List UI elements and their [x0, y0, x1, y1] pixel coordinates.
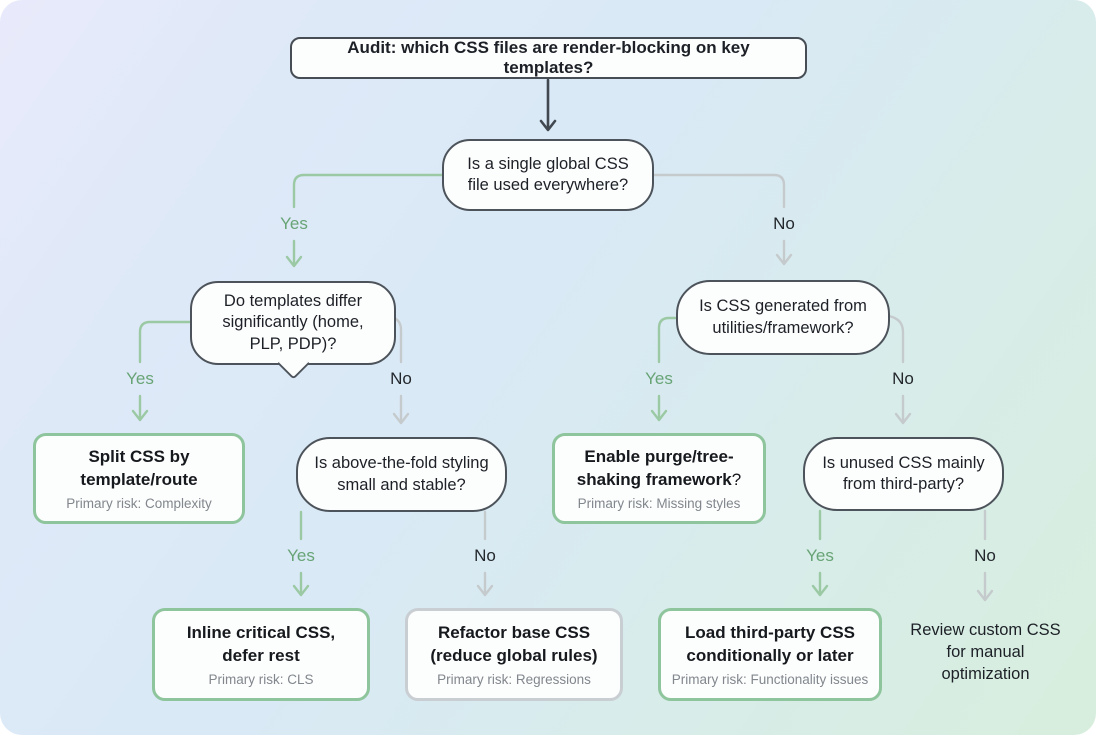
- node-root-audit-label: Audit: which CSS files are render-blocki…: [347, 38, 750, 77]
- node-outcome-load-third-party: Load third-party CSS conditionally or la…: [658, 608, 882, 701]
- edge-label-q5-no: No: [974, 546, 996, 565]
- node-outcome-load-third-party-risk: Primary risk: Functionality issues: [671, 671, 869, 687]
- node-question-unused-third-party-label: Is unused CSS mainly from third-party?: [822, 453, 985, 493]
- node-question-css-generated-label: Is CSS generated from utilities/framewor…: [699, 297, 867, 337]
- node-question-css-generated: Is CSS generated from utilities/framewor…: [676, 280, 890, 355]
- purge-label-suffix: ?: [731, 469, 742, 489]
- node-outcome-refactor-base-risk: Primary risk: Regressions: [437, 671, 591, 687]
- edge-root-to-q1: [539, 78, 557, 132]
- node-outcome-enable-purge-risk: Primary risk: Missing styles: [577, 495, 741, 511]
- node-outcome-enable-purge: Enable purge/tree-shaking framework? Pri…: [552, 433, 766, 524]
- node-outcome-refactor-base: Refactor base CSS (reduce global rules) …: [405, 608, 623, 701]
- node-outcome-load-third-party-label: Load third-party CSS conditionally or la…: [684, 623, 855, 665]
- node-question-unused-third-party: Is unused CSS mainly from third-party?: [803, 437, 1004, 511]
- node-root-audit: Audit: which CSS files are render-blocki…: [290, 37, 807, 79]
- edge-label-q4-yes: Yes: [645, 369, 673, 388]
- edge-label-q1-yes: Yes: [280, 214, 308, 233]
- node-outcome-inline-critical-risk: Primary risk: CLS: [208, 671, 314, 687]
- edge-label-q3-no: No: [474, 546, 496, 565]
- node-question-templates-differ-label: Do templates differ significantly (home,…: [222, 292, 364, 353]
- edge-label-q1-no: No: [773, 214, 795, 233]
- node-outcome-inline-critical: Inline critical CSS, defer rest Primary …: [152, 608, 370, 701]
- edge-label-q4-no: No: [892, 369, 914, 388]
- node-outcome-enable-purge-label: Enable purge/tree-shaking framework?: [565, 446, 753, 490]
- node-question-above-fold: Is above-the-fold styling small and stab…: [296, 437, 507, 512]
- node-outcome-split-css: Split CSS by template/route Primary risk…: [33, 433, 245, 524]
- node-outcome-inline-critical-label: Inline critical CSS, defer rest: [186, 623, 336, 665]
- node-question-single-global-css-label: Is a single global CSS file used everywh…: [467, 154, 629, 194]
- edge-label-q2-no: No: [390, 369, 412, 388]
- node-question-templates-differ: Do templates differ significantly (home,…: [190, 281, 396, 380]
- purge-label-bold: Enable purge/tree-shaking framework: [576, 447, 734, 489]
- edge-label-q5-yes: Yes: [806, 546, 834, 565]
- node-outcome-review-custom: Review custom CSS for manual optimizatio…: [910, 621, 1061, 683]
- node-outcome-split-css-risk: Primary risk: Complexity: [66, 495, 212, 511]
- node-question-single-global-css: Is a single global CSS file used everywh…: [442, 139, 654, 211]
- node-outcome-split-css-label: Split CSS by template/route: [80, 447, 198, 489]
- edge-label-q2-yes: Yes: [126, 369, 154, 388]
- node-outcome-refactor-base-label: Refactor base CSS (reduce global rules): [430, 623, 598, 665]
- edge-label-q3-yes: Yes: [287, 546, 315, 565]
- node-question-above-fold-label: Is above-the-fold styling small and stab…: [314, 454, 489, 494]
